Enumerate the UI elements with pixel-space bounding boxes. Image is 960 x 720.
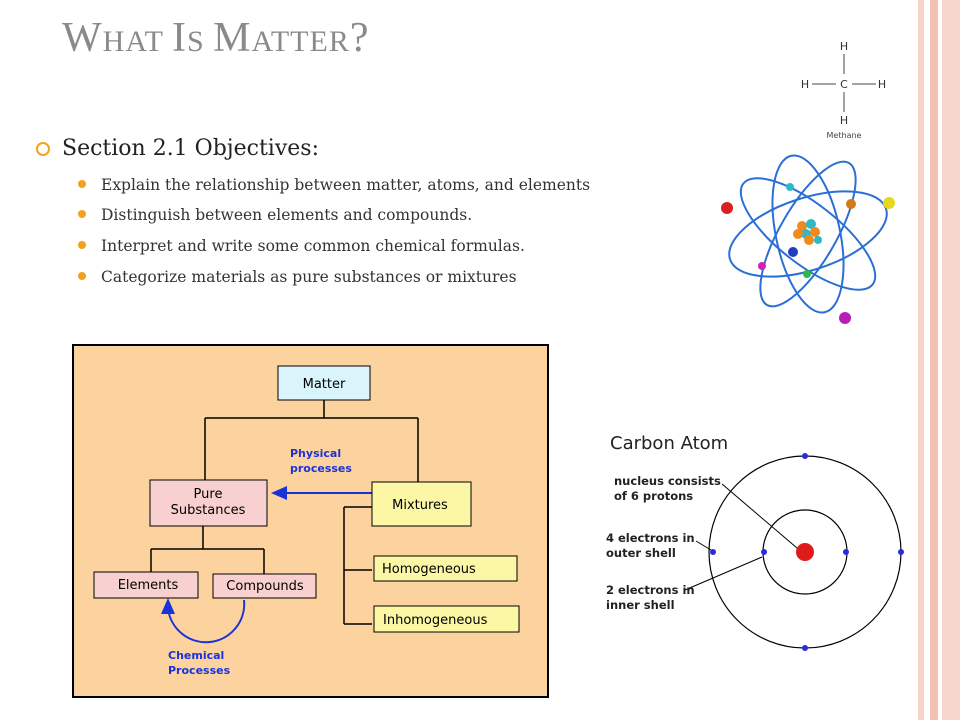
pure-substances-label: Pure <box>194 487 223 502</box>
inhomogeneous-box <box>373 605 520 633</box>
matter-box <box>277 365 371 401</box>
methane-diagram: H H C H H Methane <box>801 40 886 140</box>
objective-item: Categorize materials as pure substances … <box>78 268 517 286</box>
electron-dot <box>758 262 766 270</box>
edge-stripe-1 <box>918 0 924 720</box>
electron-dot <box>898 549 904 555</box>
carbon-atom-diagram: Carbon Atom nucleus consists of 6 proton… <box>606 433 904 651</box>
objective-text: Distinguish between elements and compoun… <box>101 206 473 224</box>
section-heading-text: Section 2.1 Objectives: <box>62 136 319 161</box>
orbit-ring <box>739 177 877 291</box>
pointer-line <box>695 540 712 551</box>
edge-stripe-2 <box>930 0 938 720</box>
arrow-head-icon <box>271 486 287 500</box>
electron-dot <box>846 199 856 209</box>
chemical-processes-label: Chemical <box>168 649 224 662</box>
chemical-processes-label: Processes <box>168 664 231 677</box>
orbit-ring <box>759 160 857 308</box>
physical-processes-label: processes <box>290 462 352 475</box>
atom-illustration <box>721 154 895 324</box>
electron-dot <box>721 202 733 214</box>
matter-flowchart: Matter Pure Substances Mixtures Physical… <box>72 344 549 698</box>
inhomogeneous-label: Inhomogeneous <box>383 613 488 628</box>
outer-shell-label: outer shell <box>606 546 676 560</box>
compounds-label: Compounds <box>226 579 304 594</box>
pointer-line <box>721 483 798 549</box>
mixtures-label: Mixtures <box>392 498 448 513</box>
electron-dot <box>786 183 794 191</box>
orbit-ring <box>771 154 845 314</box>
electron-dot <box>761 549 767 555</box>
circle-bullet-icon <box>36 142 50 156</box>
compounds-box <box>212 573 317 599</box>
electron-dot <box>710 549 716 555</box>
electron-dot <box>788 247 798 257</box>
objective-text: Explain the relationship between matter,… <box>101 176 591 194</box>
homogeneous-label: Homogeneous <box>382 562 476 577</box>
elements-label: Elements <box>118 578 179 593</box>
bullet-icon <box>78 180 86 188</box>
title-part: W <box>62 15 103 61</box>
electron-dot <box>802 453 808 459</box>
objective-text: Categorize materials as pure substances … <box>101 268 517 286</box>
mixtures-box <box>371 481 472 527</box>
outer-shell-label: 4 electrons in <box>606 531 695 545</box>
electron-dot <box>839 312 851 324</box>
bullet-icon <box>78 241 86 249</box>
arrow-head-icon <box>161 598 175 614</box>
title-part: HAT <box>102 25 172 58</box>
objective-text: Interpret and write some common chemical… <box>101 237 525 255</box>
chemical-arc <box>167 599 246 644</box>
objective-item: Interpret and write some common chemical… <box>78 237 525 255</box>
bullet-icon <box>78 210 86 218</box>
electron-dot <box>843 549 849 555</box>
carbon-atom-title: Carbon Atom <box>610 433 728 454</box>
nucleus-label: nucleus consists <box>614 474 721 488</box>
matter-label: Matter <box>303 377 346 392</box>
section-heading: Section 2.1 Objectives: <box>36 136 319 161</box>
methane-caption: Methane <box>827 131 862 140</box>
bullet-icon <box>78 272 86 280</box>
edge-stripe-3 <box>942 0 960 720</box>
title-part: ATTER <box>251 25 350 58</box>
nucleus-label: of 6 protons <box>614 489 693 503</box>
objective-item: Distinguish between elements and compoun… <box>78 206 472 224</box>
methane-atom: H <box>878 78 886 91</box>
pure-substances-box <box>149 479 268 527</box>
objective-item: Explain the relationship between matter,… <box>78 176 590 194</box>
inner-shell-label: 2 electrons in <box>606 583 695 597</box>
title-part: S <box>186 25 214 58</box>
title-part: M <box>213 15 252 61</box>
nucleus-icon <box>793 219 822 245</box>
methane-atom: C <box>840 78 848 91</box>
electron-dot <box>803 270 811 278</box>
methane-atom: H <box>840 114 848 127</box>
pointer-line <box>684 556 763 591</box>
electron-dot <box>802 645 808 651</box>
title-part: I <box>171 15 187 61</box>
pure-substances-label: Substances <box>171 503 246 518</box>
homogeneous-box <box>373 555 518 582</box>
inner-shell-label: inner shell <box>606 598 675 612</box>
title-part: ? <box>349 15 370 61</box>
slide-title: WHAT IS MATTER? <box>62 14 369 62</box>
electron-dot <box>883 197 895 209</box>
nucleus-icon <box>796 543 814 561</box>
physical-processes-label: Physical <box>290 447 341 460</box>
elements-box <box>93 571 199 599</box>
methane-atom: H <box>801 78 809 91</box>
methane-atom: H <box>840 40 848 53</box>
